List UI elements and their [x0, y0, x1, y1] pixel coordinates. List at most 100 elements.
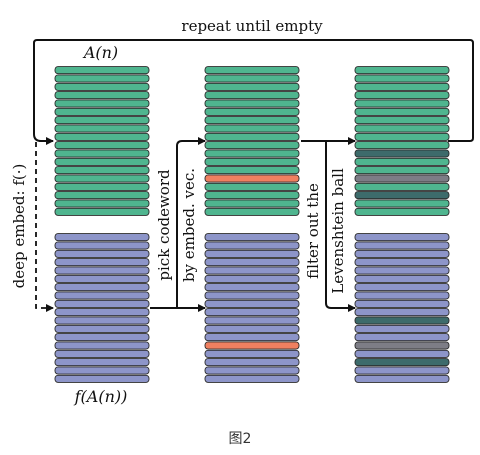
embedding-row — [54, 333, 150, 342]
codeword-row — [354, 74, 450, 83]
codeword-row — [204, 74, 300, 83]
embedding-row — [204, 308, 300, 317]
codeword-row — [354, 199, 450, 208]
codeword-row — [54, 141, 150, 150]
codeword-row — [54, 66, 150, 75]
filter-label-line2: Levenshtein ball — [329, 168, 347, 294]
codeword-row-highlighted — [354, 149, 450, 158]
deep-embed-arrow — [35, 140, 54, 312]
embedding-row — [354, 241, 450, 250]
codeword-row — [204, 191, 300, 200]
codeword-row-highlighted — [354, 174, 450, 183]
embedding-row — [204, 299, 300, 308]
embedding-row — [54, 308, 150, 317]
codeword-row — [354, 166, 450, 175]
codeword-row — [204, 124, 300, 133]
codeword-row — [54, 191, 150, 200]
codeword-row — [54, 157, 150, 166]
embedding-row — [204, 249, 300, 258]
codeword-row — [354, 66, 450, 75]
embedding-row — [54, 358, 150, 367]
embedding-row — [354, 366, 450, 375]
embedding-row — [354, 308, 450, 317]
repeat-label: repeat until empty — [181, 17, 323, 35]
codeword-row-highlighted — [204, 174, 300, 183]
embedding-row — [204, 349, 300, 358]
codeword-row — [354, 141, 450, 150]
embedding-row-highlighted — [354, 358, 450, 367]
embedding-row — [54, 349, 150, 358]
repeat-loop-arrow — [33, 39, 474, 145]
embedding-row-highlighted — [204, 341, 300, 350]
codeword-row — [354, 99, 450, 108]
codeword-row — [204, 116, 300, 125]
codeword-row — [354, 182, 450, 191]
codeword-row — [204, 82, 300, 91]
codeword-row — [54, 132, 150, 141]
embedding-row — [54, 274, 150, 283]
embedding-row — [54, 258, 150, 267]
codeword-row — [54, 99, 150, 108]
embedding-row — [354, 299, 450, 308]
embedding-row — [54, 241, 150, 250]
filter-arrow-bottom — [325, 141, 356, 312]
codeword-row — [204, 107, 300, 116]
embedding-row — [354, 291, 450, 300]
embedding-row — [204, 324, 300, 333]
embedding-pipeline-diagram: repeat until empty A(n) f(A(n)) deep emb… — [10, 17, 474, 406]
codeword-row — [204, 157, 300, 166]
embedding-row — [354, 349, 450, 358]
embedding-row — [354, 258, 450, 267]
embedding-row — [204, 366, 300, 375]
codeword-row — [354, 157, 450, 166]
codeword-row — [54, 91, 150, 100]
codeword-row — [54, 82, 150, 91]
set-label-bottom: f(A(n)) — [74, 387, 128, 406]
pick-codeword-arrow-top — [176, 137, 206, 308]
codeword-row — [204, 91, 300, 100]
codeword-row — [204, 66, 300, 75]
codeword-row — [54, 149, 150, 158]
embedding-row — [54, 316, 150, 325]
codeword-row — [54, 207, 150, 216]
codeword-row — [204, 141, 300, 150]
embedding-row — [54, 341, 150, 350]
codeword-row-highlighted — [354, 191, 450, 200]
embedding-row — [54, 374, 150, 383]
embedding-row — [354, 233, 450, 242]
codeword-row — [204, 99, 300, 108]
codeword-row — [354, 82, 450, 91]
codeword-row — [54, 116, 150, 125]
embedding-row-highlighted — [354, 341, 450, 350]
embedding-row — [204, 274, 300, 283]
embedding-row — [204, 291, 300, 300]
embedding-row — [204, 283, 300, 292]
embedding-row — [54, 266, 150, 275]
embedding-row — [354, 374, 450, 383]
codeword-row — [204, 149, 300, 158]
embedding-row — [354, 249, 450, 258]
embedding-row — [54, 324, 150, 333]
codeword-row — [204, 207, 300, 216]
embedding-row — [204, 266, 300, 275]
row-stacks — [54, 66, 450, 383]
codeword-row — [54, 124, 150, 133]
codeword-row — [354, 124, 450, 133]
codeword-row — [204, 182, 300, 191]
embedding-row-highlighted — [354, 316, 450, 325]
codeword-row — [354, 207, 450, 216]
embedding-row — [204, 374, 300, 383]
embedding-row — [54, 233, 150, 242]
embedding-row — [204, 241, 300, 250]
codeword-row — [354, 91, 450, 100]
filter-label-line1: filter out the — [304, 183, 322, 279]
codeword-row — [354, 116, 450, 125]
codeword-row — [354, 132, 450, 141]
embedding-row — [204, 233, 300, 242]
codeword-row — [204, 132, 300, 141]
embedding-row — [54, 283, 150, 292]
codeword-row — [54, 182, 150, 191]
embedding-row — [354, 283, 450, 292]
embedding-row — [354, 274, 450, 283]
codeword-row — [354, 107, 450, 116]
